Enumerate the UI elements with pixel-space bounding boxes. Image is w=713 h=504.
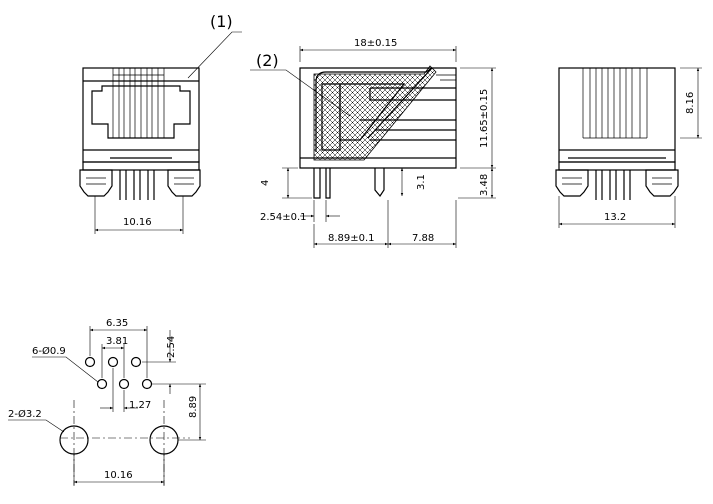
side-pin-span-dim: 8.89±0.1 (328, 233, 375, 244)
pin-hole (118, 378, 130, 390)
side-front-dim: 7.88 (412, 233, 434, 244)
pin-hole (96, 378, 108, 390)
side-leg-dim: 4 (260, 180, 271, 186)
side-view: 18±0.15 11.65±0.15 3.48 4 3.1 2.54±0.1 8… (260, 38, 496, 248)
rear-width-dim: 13.2 (604, 212, 626, 223)
callout-1-label: (1) (210, 12, 233, 31)
footprint-pitch-a-dim: 6.35 (106, 318, 128, 329)
pin-hole (107, 356, 119, 368)
side-length-dim: 18±0.15 (354, 38, 397, 49)
front-contacts (112, 67, 165, 138)
footprint-post-span-dim: 10.16 (104, 470, 133, 481)
callout-1: (1) (187, 12, 242, 79)
front-view: 10.16 (79, 67, 201, 234)
footprint-post-row-dim: 8.89 (188, 396, 199, 418)
footprint-posts-label: 2-Ø3.2 (8, 408, 42, 420)
footprint-pins-label: 6-Ø0.9 (32, 345, 66, 357)
rear-height-dim: 8.16 (685, 92, 696, 114)
side-pin-offset-dim: 2.54±0.1 (260, 212, 307, 223)
callout-2-label: (2) (256, 51, 279, 70)
callout-2: (2) (250, 51, 351, 117)
pin-hole (84, 356, 96, 368)
side-pcb-dim: 3.48 (479, 174, 490, 196)
footprint-pin-step-dim: 1.27 (129, 400, 151, 411)
pin-hole (130, 356, 142, 368)
side-standoff-dim: 3.1 (416, 174, 427, 190)
front-width-dim: 10.16 (123, 217, 152, 228)
side-height-dim: 11.65±0.15 (479, 89, 490, 148)
rear-view: 8.16 13.2 (555, 67, 702, 228)
footprint-row-gap-dim: 2.54 (166, 336, 177, 358)
footprint-pitch-b-dim: 3.81 (106, 336, 128, 347)
pcb-footprint: 6.35 3.81 2.54 8.89 1.27 6-Ø0.9 2-Ø3.2 1… (8, 318, 206, 486)
pin-hole (141, 378, 153, 390)
